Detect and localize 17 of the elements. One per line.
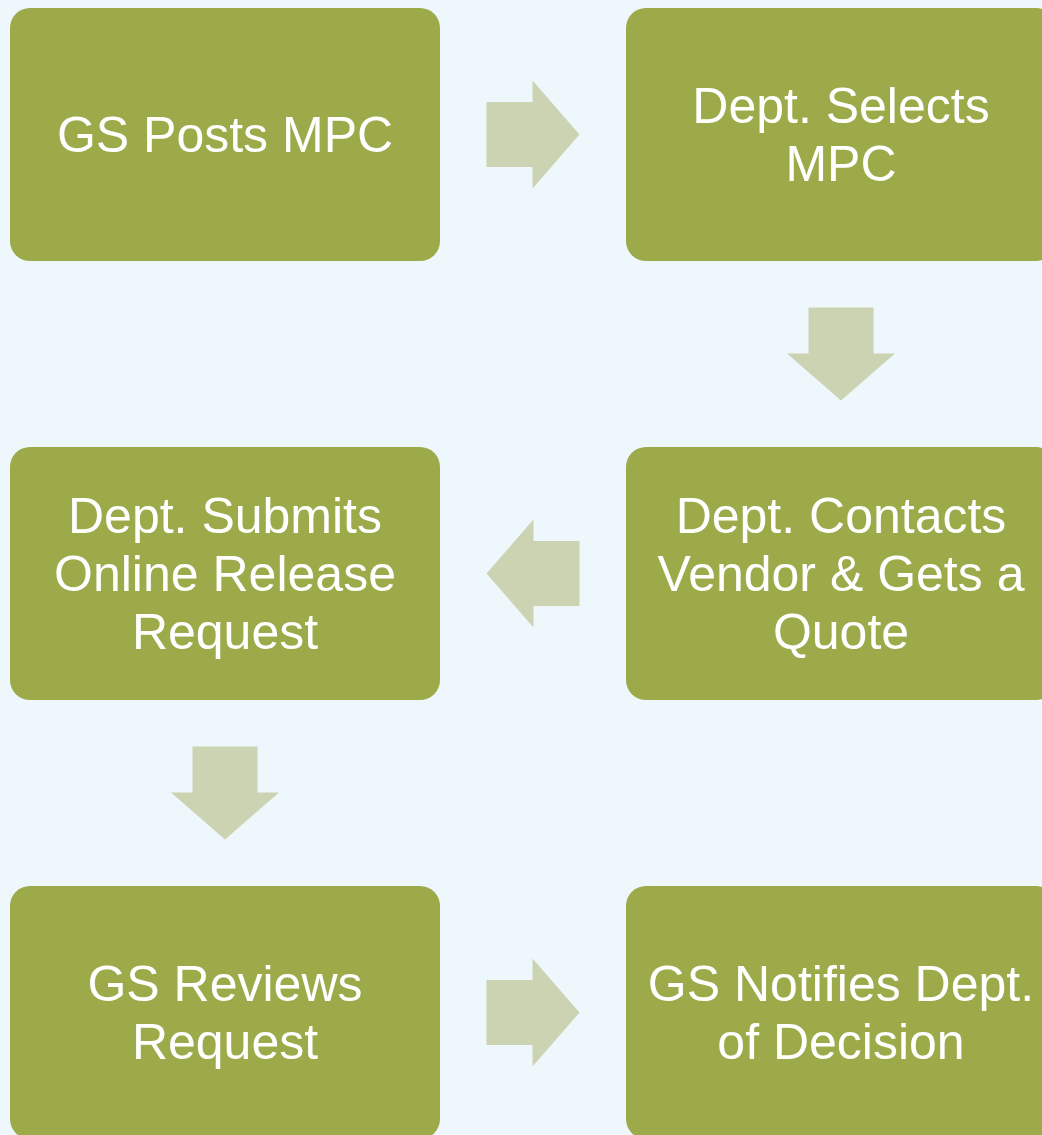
process-box [10, 447, 440, 700]
box-label: Dept. Submits Online Release Request [53, 486, 397, 661]
process-box [626, 8, 1042, 261]
box-label: GS Reviews Request [86, 954, 364, 1071]
box-label: GS Posts MPC [56, 105, 394, 164]
box-label: Dept. Selects MPC [691, 76, 991, 193]
box-label: GS Notifies Dept. of Decision [646, 954, 1036, 1071]
process-box [626, 886, 1042, 1135]
block-arrow [486, 80, 580, 189]
process-box [626, 447, 1042, 700]
block-arrow [486, 519, 580, 628]
process-box [10, 886, 440, 1135]
box-label: Dept. Contacts Vendor & Gets a Quote [656, 486, 1026, 661]
block-arrow [171, 746, 279, 840]
block-arrow [787, 307, 895, 401]
process-box [10, 8, 440, 261]
block-arrow [486, 958, 580, 1067]
